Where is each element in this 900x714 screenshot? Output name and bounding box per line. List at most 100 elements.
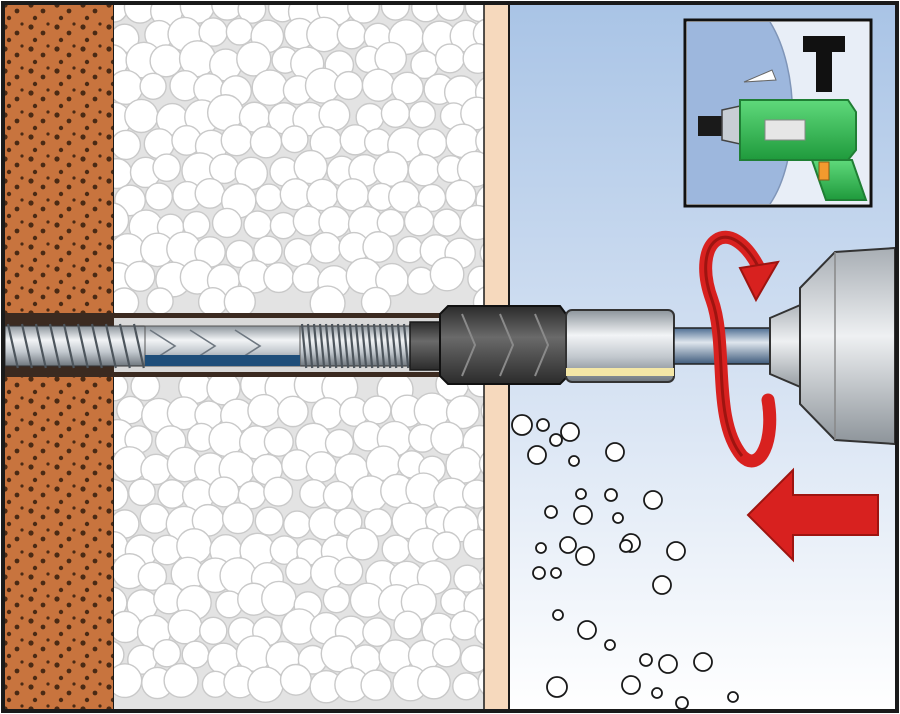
insulation-bead — [432, 208, 462, 237]
air-bubble — [652, 575, 672, 595]
insulation-bead — [221, 502, 255, 535]
insulation-bead — [208, 476, 240, 508]
thread-line — [104, 323, 117, 369]
insulation-bead — [249, 125, 283, 159]
insulation-bead — [223, 285, 256, 318]
insulation-bead — [199, 616, 228, 646]
insulation-bead — [462, 528, 484, 560]
thread-line — [76, 323, 89, 369]
insulation-bead — [263, 426, 294, 457]
air-bubble — [651, 687, 663, 699]
air-bubble — [552, 609, 564, 621]
air-bubble — [575, 488, 587, 500]
air-bubble — [573, 505, 593, 525]
air-bubble — [727, 691, 739, 703]
insulation-bead — [475, 125, 484, 156]
air-bubble — [535, 542, 547, 554]
screw — [4, 323, 446, 369]
insulation-bead — [460, 96, 484, 131]
insulation-bead — [236, 41, 272, 77]
insulation-bead — [225, 17, 254, 46]
air-bubble — [604, 488, 618, 502]
thread-line — [318, 323, 326, 369]
insulation-bead — [284, 557, 313, 586]
air-bubble — [536, 418, 550, 432]
insulation-bead — [444, 179, 477, 212]
insulation-bead — [167, 609, 203, 645]
insulation-bead — [474, 617, 484, 646]
insulation-bead — [139, 503, 171, 534]
air-bubble — [658, 654, 678, 674]
insulation-bead — [280, 125, 309, 154]
insulation-bead — [251, 69, 289, 107]
thread-line — [324, 323, 332, 369]
insulation-bead — [347, 5, 380, 24]
insulation-bead — [197, 286, 228, 317]
insulation-bead — [460, 644, 484, 674]
insulation-bead — [453, 564, 482, 593]
thread-line — [20, 323, 33, 369]
anchor-sleeve — [409, 305, 567, 385]
insulation-bead — [479, 242, 484, 264]
rotation-arrow-icon — [699, 230, 780, 468]
insulation-bead — [194, 177, 226, 209]
insulation-bead — [322, 585, 351, 614]
insulation-bead — [477, 668, 484, 696]
insulation-bead — [479, 565, 484, 588]
insulation-bead — [247, 393, 281, 428]
air-bubbles — [511, 414, 739, 710]
insulation-bead — [362, 395, 392, 425]
insulation-bead — [407, 153, 441, 187]
insulation-bead — [456, 150, 484, 188]
hammer-icon — [803, 36, 845, 92]
insulation-bead — [243, 210, 273, 240]
insulation-bead — [452, 672, 481, 701]
insulation-bead — [417, 665, 451, 700]
insulation-bead — [292, 205, 324, 237]
insulation-bead — [429, 256, 465, 292]
insulation-bead — [306, 178, 339, 212]
insulation-bead — [363, 128, 392, 156]
insulation-bead — [432, 531, 462, 561]
air-bubble — [643, 490, 663, 510]
insulation-bead — [362, 617, 392, 648]
insulation-bead — [306, 16, 342, 53]
insulation-bead — [360, 286, 392, 318]
insulation-bead — [431, 638, 462, 668]
insulation-bead — [152, 153, 182, 183]
air-bubble — [693, 652, 713, 672]
drill-mode-inset — [683, 18, 873, 208]
thread-line — [330, 323, 338, 369]
air-bubble — [511, 414, 533, 436]
insulation-bead — [263, 476, 294, 507]
thread-line — [342, 323, 350, 369]
air-bubble — [612, 512, 624, 524]
thread-line — [62, 323, 75, 369]
thread-line — [402, 323, 410, 369]
insulation-bead — [318, 98, 351, 131]
air-bubble — [546, 676, 568, 698]
insulation-bead — [449, 610, 480, 641]
thread-line — [132, 323, 145, 369]
insulation-bead — [291, 263, 322, 294]
insulation-bead — [124, 98, 159, 134]
insulation-bead — [163, 662, 199, 699]
insulation-bead — [269, 211, 298, 240]
insulation-bead — [211, 5, 244, 21]
insulation-bead — [149, 44, 183, 78]
thread-line — [90, 323, 103, 369]
insulation-bead — [476, 505, 484, 535]
insulation-bead — [361, 68, 396, 102]
insulation-bead — [393, 610, 423, 640]
insulation-bead — [336, 19, 367, 50]
insulation-bead — [124, 260, 156, 293]
insulation-bead — [445, 395, 480, 430]
insulation-bead — [139, 72, 167, 101]
insulation-bead — [254, 183, 283, 212]
air-bubble — [549, 433, 563, 447]
insulation-bead — [324, 428, 355, 459]
screwdriver-cap-icon — [743, 69, 777, 83]
air-bubble — [559, 536, 577, 554]
